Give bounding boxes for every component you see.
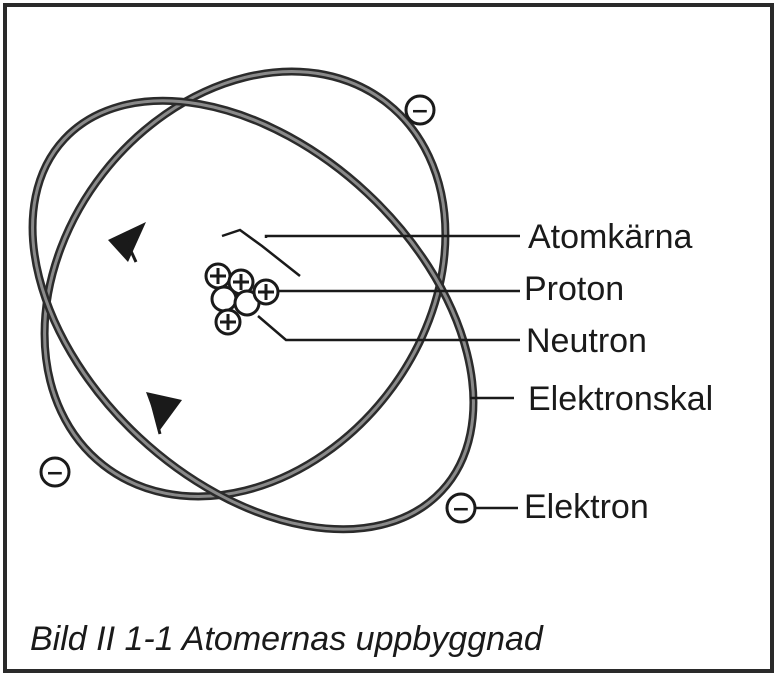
orbit-arrow-upper bbox=[108, 222, 146, 263]
leader-lines bbox=[221, 228, 520, 510]
orbit-arrow-lower bbox=[146, 392, 182, 435]
label-neutron: Neutron bbox=[526, 322, 647, 360]
electron-symbol: − bbox=[452, 497, 470, 522]
leader-atomkarna bbox=[221, 228, 301, 277]
label-proton: Proton bbox=[524, 270, 625, 308]
figure-caption: Bild II 1-1 Atomernas uppbyggnad bbox=[30, 620, 543, 658]
proton-particle bbox=[252, 278, 280, 306]
electron-bottom: − bbox=[445, 492, 477, 524]
figure-frame bbox=[3, 3, 774, 673]
leader-neutron bbox=[257, 315, 520, 342]
proton-particle bbox=[204, 262, 232, 290]
label-atomkarna: Atomkärna bbox=[528, 218, 693, 256]
nucleus bbox=[204, 262, 280, 336]
neutron-particle bbox=[210, 285, 238, 313]
label-elektron: Elektron bbox=[524, 488, 649, 526]
orbit-left-ellipse bbox=[40, 67, 450, 501]
orbit-right-ellipse bbox=[28, 96, 478, 534]
label-elektronskal: Elektronskal bbox=[528, 380, 714, 418]
electron-left: − bbox=[39, 456, 71, 488]
electron-symbol: − bbox=[411, 99, 429, 124]
proton-particle bbox=[214, 308, 242, 336]
electron-symbol: − bbox=[46, 461, 64, 486]
electron-top: − bbox=[404, 94, 436, 126]
